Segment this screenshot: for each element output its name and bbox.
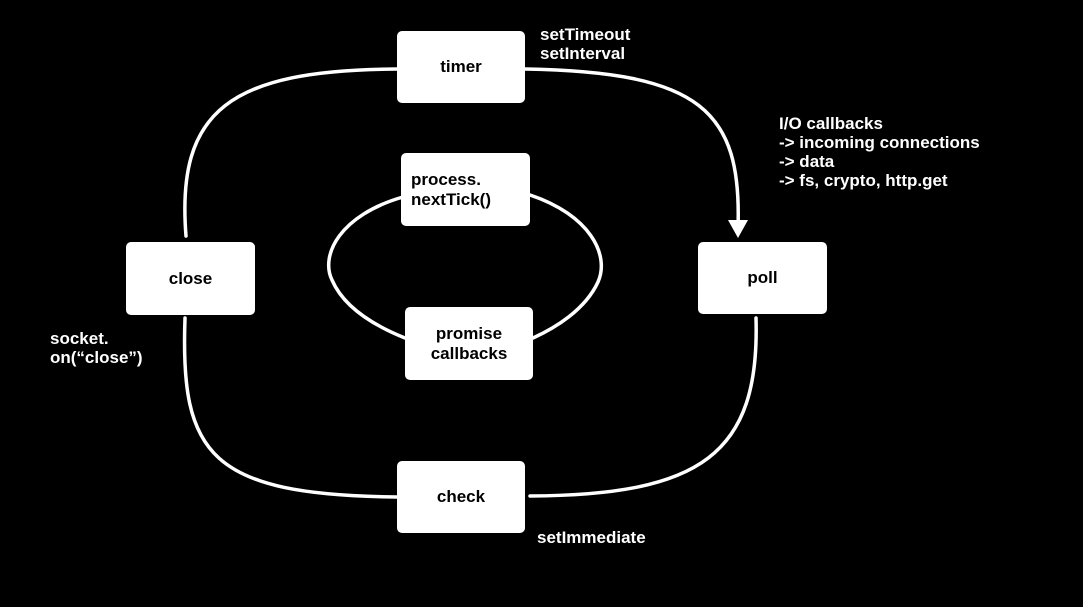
next-tick-label-line1: process.: [411, 169, 481, 189]
poll-callbacks-note: I/O callbacks -> incoming connections ->…: [779, 114, 980, 190]
connector-close-to-timer: [183, 67, 399, 238]
next-tick-node: process. nextTick(): [401, 153, 530, 226]
poll-phase-node: poll: [698, 242, 827, 314]
timer-apis-note: setTimeout setInterval: [540, 25, 630, 63]
poll-note-data: -> data: [779, 152, 835, 171]
connector-microtask-left-loop: [326, 195, 407, 340]
next-tick-label: process. nextTick(): [411, 170, 491, 210]
poll-note-connections: -> incoming connections: [779, 133, 980, 152]
poll-arrow-head: [728, 220, 748, 238]
connector-check-to-close: [182, 316, 399, 499]
close-phase-label: close: [168, 268, 213, 288]
check-phase-node: check: [397, 461, 525, 533]
connector-poll-to-check: [528, 316, 758, 498]
close-note-line2: on(“close”): [50, 348, 143, 367]
next-tick-label-line2: nextTick(): [411, 189, 491, 209]
timer-api-set-interval: setInterval: [540, 44, 626, 63]
poll-note-fs: -> fs, crypto, http.get: [779, 171, 948, 190]
close-note-line1: socket.: [50, 329, 109, 348]
poll-phase-label: poll: [747, 268, 778, 287]
connector-microtask-right-loop: [528, 193, 604, 340]
check-api-set-immediate: setImmediate: [537, 528, 646, 547]
check-api-note: setImmediate: [537, 528, 646, 547]
timer-phase-node: timer: [397, 31, 525, 103]
connector-timer-to-poll: [523, 67, 740, 230]
timer-api-set-timeout: setTimeout: [540, 25, 631, 44]
close-callback-note: socket. on(“close”): [50, 329, 143, 367]
close-phase-node: close: [126, 242, 255, 315]
promise-callbacks-label-line1: promise: [435, 323, 503, 343]
timer-phase-label: timer: [440, 57, 482, 76]
check-phase-label: check: [436, 487, 486, 506]
promise-callbacks-node: promise callbacks: [405, 307, 533, 380]
promise-callbacks-label-line2: callbacks: [430, 343, 508, 363]
poll-note-heading: I/O callbacks: [779, 114, 883, 133]
promise-callbacks-label: promise callbacks: [431, 324, 508, 364]
